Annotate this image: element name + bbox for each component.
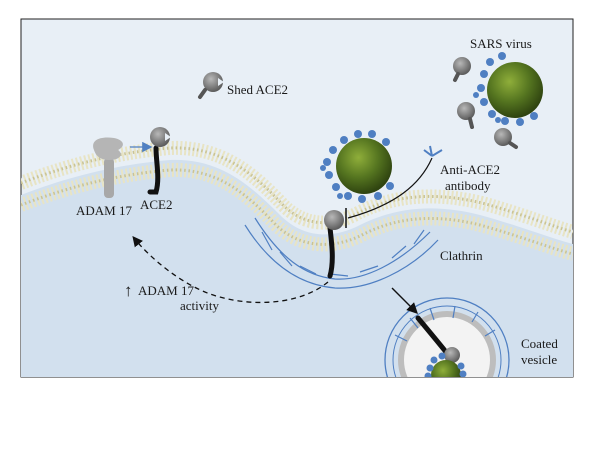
label-ace2: ACE2 [140,197,173,212]
endocytosis-arrow [391,287,418,314]
adam17-protein [93,137,123,198]
antibody-pointer-line [347,157,433,219]
membrane-outer-leaflet [21,140,573,239]
sars-virus-icon [453,52,543,149]
label-shed-ace2: Shed ACE2 [227,82,288,97]
label-anti-ace2-line2: antibody [445,178,491,193]
clathrin-lattice [244,217,439,289]
label-adam17-activity-line1: ADAM 17 [138,283,194,298]
label-coated-vesicle-line2: vesicle [521,352,557,367]
ace2-receptor [147,127,171,195]
anti-ace2-antibody-icon [423,145,443,157]
membrane-inner-leaflet [21,162,573,261]
shed-ace2-icon [198,72,224,99]
label-anti-ace2-line1: Anti-ACE2 [440,162,500,177]
label-clathrin: Clathrin [440,248,483,263]
ace2-virus-complex [320,130,394,279]
label-sars-virus: SARS virus [470,36,532,51]
label-adam17-activity-arrow: ↑ [124,281,133,300]
label-adam17: ADAM 17 [76,203,132,218]
adam17-activity-arrow [132,235,329,304]
label-coated-vesicle-line1: Coated [521,336,558,351]
coated-vesicle [384,297,510,377]
label-adam17-activity-line2: activity [180,298,219,313]
